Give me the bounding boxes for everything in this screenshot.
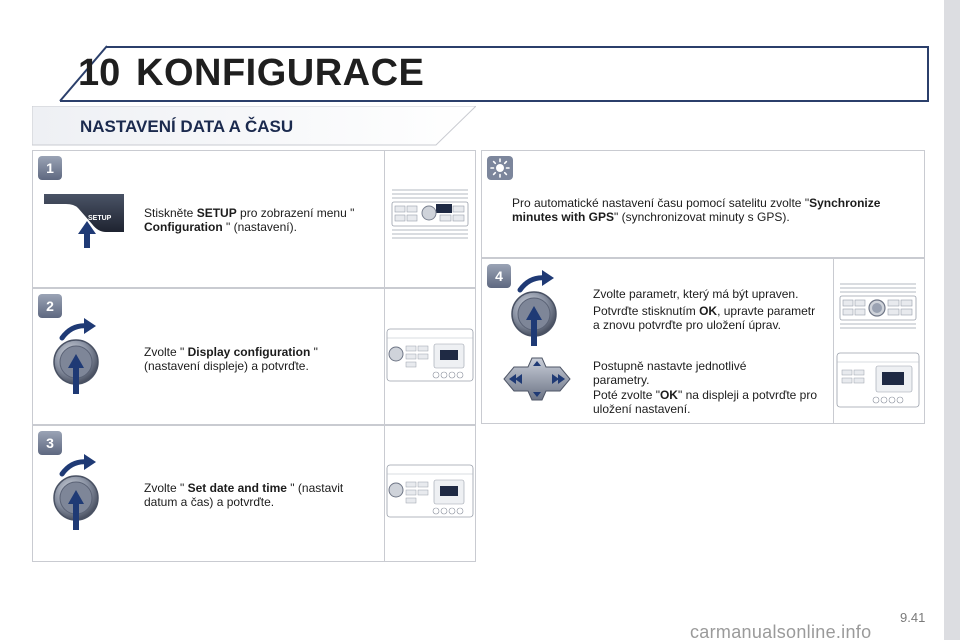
light-icon [487,156,513,180]
step-4-text-4: Poté zvolte "OK" na displeji a potvrďte … [593,388,818,416]
radio-panel-icon-2 [839,283,917,329]
radio-unit-icon-2 [386,464,474,518]
step-2-badge: 2 [38,294,62,318]
header-rule-top [106,46,929,48]
step-3-badge: 3 [38,431,62,455]
header-rule-right [927,46,929,102]
header-rule-bottom [60,100,929,102]
step-4-text-3: Postupně nastavte jednotlivé parametry. [593,359,747,387]
chapter-number: 10 [78,52,121,94]
tip-panel [481,150,925,258]
radio-panel-icon [391,189,469,239]
radio-unit-icon-3 [836,352,920,408]
section-band [32,106,476,146]
step-1-text: Stiskněte SETUP pro zobrazení menu " Con… [144,206,355,234]
step-4-badge: 4 [487,264,511,288]
radio-unit-icon [386,328,474,382]
step-4-text-1: Zvolte parametr, který má být upraven. [593,287,799,301]
knob-rotate-icon-2 [53,454,99,530]
directional-pad-icon [503,357,571,401]
knob-rotate-icon [53,318,99,394]
step-2-text: Zvolte " Display configuration " (nastav… [144,345,318,373]
step-1-badge: 1 [38,156,62,180]
tip-text: Pro automatické nastavení času pomocí sa… [512,196,881,224]
setup-key-icon: SETUP [44,194,124,248]
step-4-text-2: Potvrďte stisknutím OK, upravte parametr… [593,304,816,332]
knob-rotate-icon-3 [511,270,557,346]
watermark: carmanualsonline.info [690,622,872,640]
step-3-text: Zvolte " Set date and time " (nastavit d… [144,481,344,509]
header-diagonal [59,45,108,102]
section-title: NASTAVENÍ DATA A ČASU [80,117,294,136]
page-number: 9.41 [900,610,926,625]
setup-key-label: SETUP [88,215,112,222]
side-strip [944,0,960,640]
chapter-title: KONFIGURACE [136,52,425,94]
